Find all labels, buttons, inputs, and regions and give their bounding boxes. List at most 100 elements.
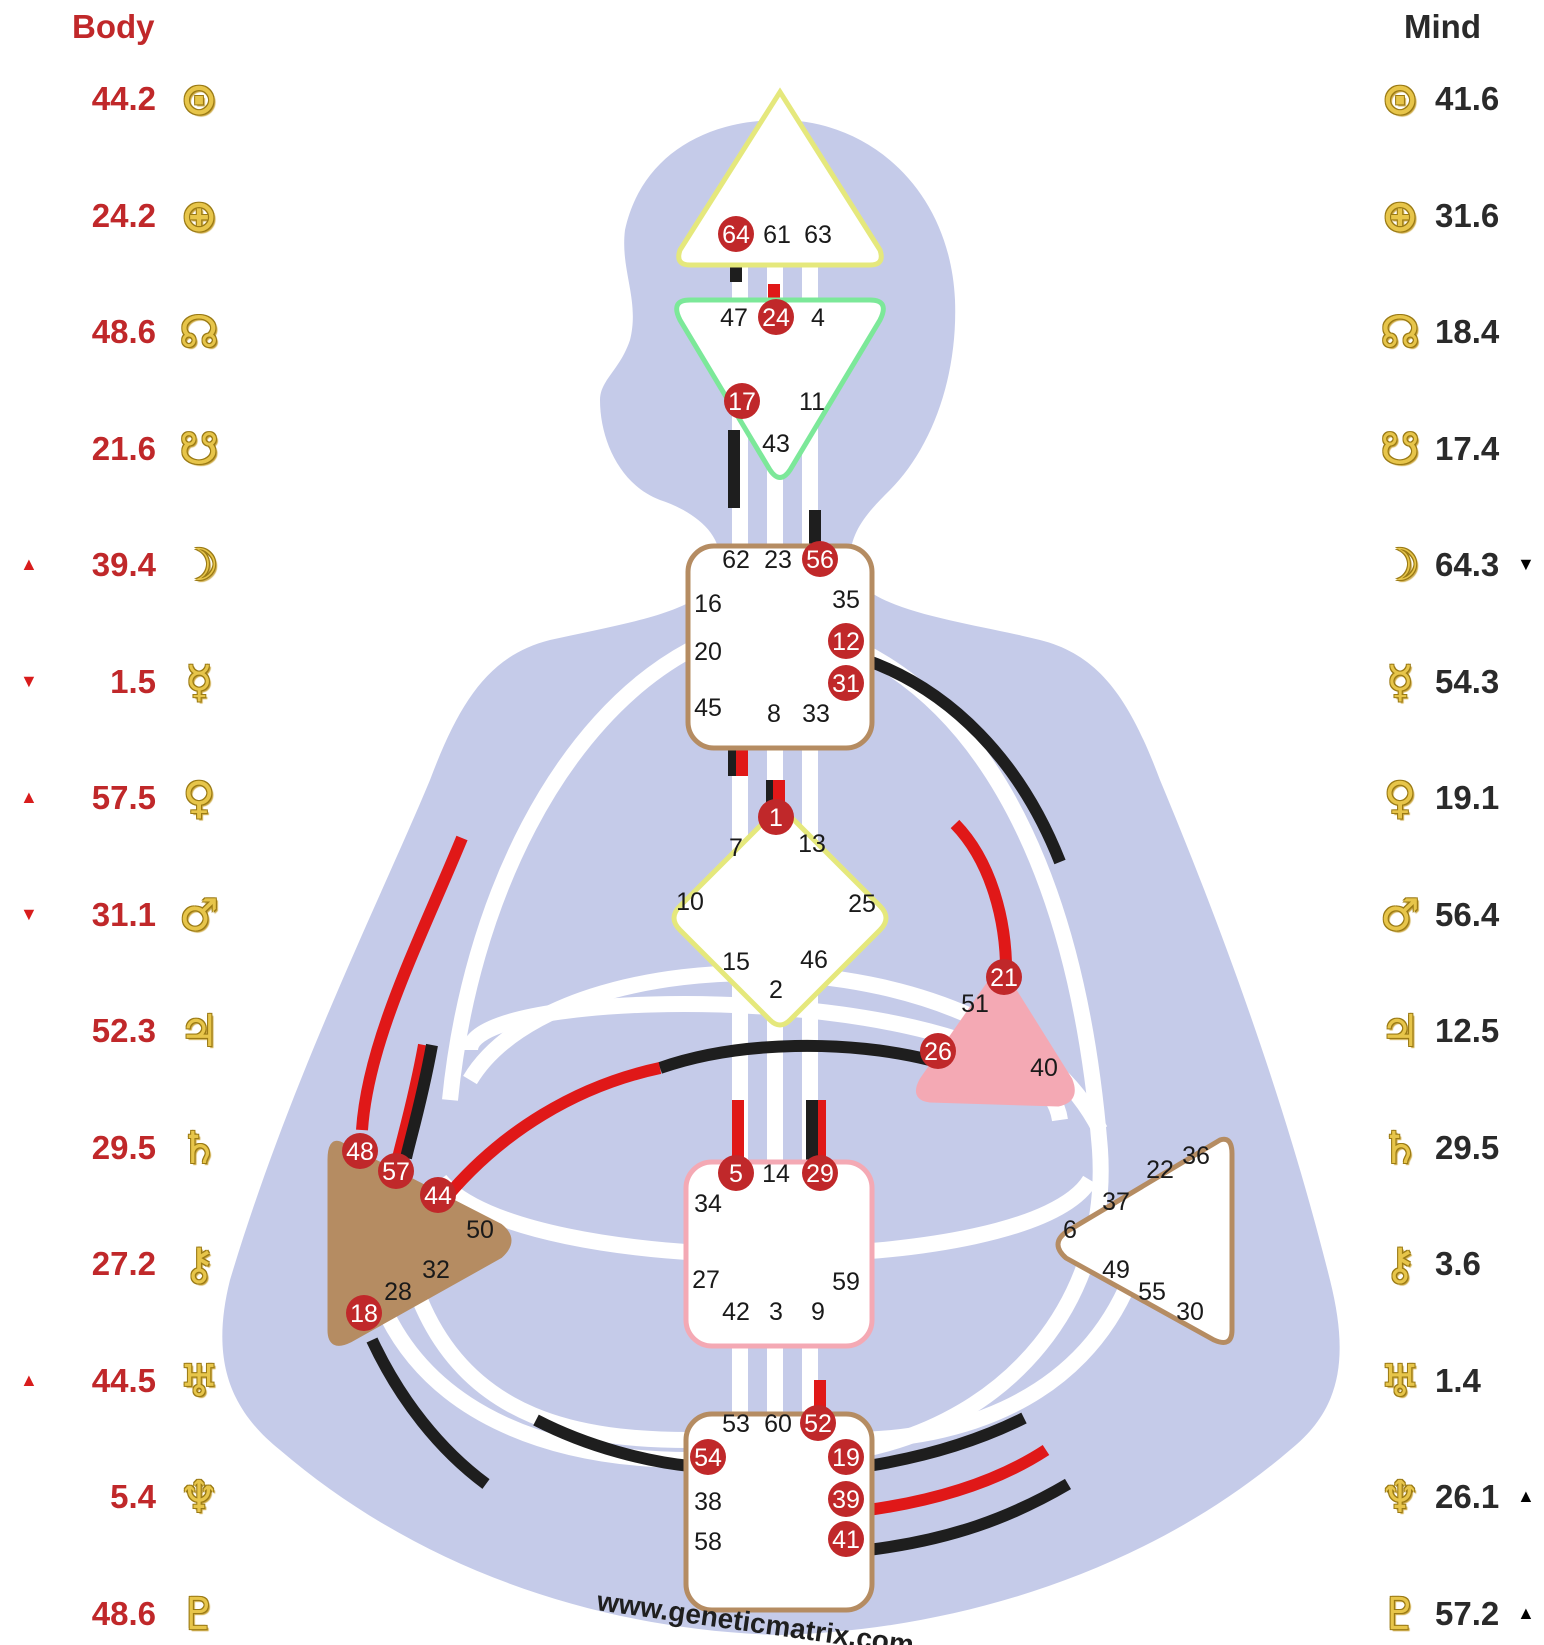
gate-59: 59 [832,1268,860,1296]
mind-planet-value: 57.2 [1435,1595,1499,1633]
gate-57: 57 [382,1158,410,1186]
mind-row: 3.6⚷ [1375,1235,1544,1295]
gate-21: 21 [990,964,1018,992]
saturn-icon: ♄ [174,1123,224,1175]
body-row: 24.2⊕ [0,187,240,247]
gate-11: 11 [799,388,825,416]
mind-planet-value: 56.4 [1435,896,1499,934]
moon-icon: ☽ [174,540,224,592]
gate-38: 38 [694,1488,722,1516]
chiron-icon: ⚷ [174,1239,224,1291]
mind-row: 1.4♅ [1375,1352,1544,1412]
mind-arrow-indicator: ▲ [1517,1603,1535,1624]
sun-icon: ⊙ [1375,74,1425,126]
gate-49: 49 [1102,1256,1130,1284]
pluto-icon: ♇ [1375,1589,1425,1641]
mind-planet-value: 12.5 [1435,1012,1499,1050]
body-row: 27.2⚷ [0,1235,240,1295]
chiron-icon: ⚷ [1375,1239,1425,1291]
gate-53: 53 [722,1410,750,1438]
body-planet-value: 31.1 [92,896,156,934]
body-planet-value: 57.5 [92,779,156,817]
body-row: 29.5 ♄ [0,1119,240,1179]
mind-row: 56.4♂ [1375,886,1544,946]
gate-54: 54 [694,1444,722,1472]
gate-55: 55 [1138,1278,1166,1306]
gate-61: 61 [763,221,791,249]
body-arrow-indicator: ▼ [20,671,38,692]
gate-27: 27 [692,1266,720,1294]
gate-28: 28 [384,1278,412,1306]
gate-4: 4 [811,304,825,332]
gate-33: 33 [802,700,830,728]
body-row: ▼1.5☿ [0,653,240,713]
body-planet-value: 44.5 [92,1362,156,1400]
mind-planet-value: 18.4 [1435,313,1499,351]
gate-37: 37 [1102,1188,1130,1216]
mind-planet-value: 54.3 [1435,663,1499,701]
mercury-icon: ☿ [1375,657,1425,709]
body-arrow-indicator: ▼ [20,904,38,925]
body-row: 44.2⊙ [0,70,240,130]
gate-31: 31 [832,670,860,698]
mind-planet-value: 64.3 [1435,546,1499,584]
gate-19: 19 [832,1444,860,1472]
mind-row: 19.1♀ [1375,769,1544,829]
gate-18: 18 [350,1300,378,1328]
gate-36: 36 [1182,1142,1210,1170]
gate-40: 40 [1030,1054,1058,1082]
gate-1: 1 [769,804,783,832]
gate-20: 20 [694,638,722,666]
jupiter-icon: ♃ [1375,1006,1425,1058]
mind-row: ▼64.3☽ [1375,536,1544,596]
uranus-icon: ♅ [174,1356,224,1408]
gate-46: 46 [800,946,828,974]
north-node-icon: ☊ [1375,307,1425,359]
mind-arrow-indicator: ▼ [1517,554,1535,575]
saturn-icon: ♄ [1375,1123,1425,1175]
body-planet-value: 5.4 [110,1478,156,1516]
gate-39: 39 [832,1486,860,1514]
mind-row: 18.4 ☊ [1375,303,1544,363]
gate-58: 58 [694,1528,722,1556]
gate-5: 5 [729,1160,743,1188]
body-arrow-indicator: ▲ [20,554,38,575]
body-row: 48.6 ☊ [0,303,240,363]
gate-44: 44 [424,1182,452,1210]
mind-row: ▲26.1♆ [1375,1468,1544,1528]
gate-42: 42 [722,1298,750,1326]
gate-8: 8 [767,700,781,728]
body-row: 5.4♆ [0,1468,240,1528]
gate-35: 35 [832,586,860,614]
gate-63: 63 [804,221,832,249]
gate-9: 9 [811,1298,825,1326]
north-node-icon: ☊ [174,307,224,359]
gate-51: 51 [961,990,989,1018]
mind-planet-value: 41.6 [1435,80,1499,118]
gate-29: 29 [806,1160,834,1188]
gate-47: 47 [720,304,748,332]
gate-23: 23 [764,546,792,574]
gate-25: 25 [848,890,876,918]
body-planet-value: 29.5 [92,1129,156,1167]
gate-22: 22 [1146,1156,1174,1184]
mind-planet-value: 26.1 [1435,1478,1499,1516]
gate-60: 60 [764,1410,792,1438]
body-arrow-indicator: ▲ [20,787,38,808]
gate-6: 6 [1063,1216,1077,1244]
gate-56: 56 [806,546,834,574]
mind-planet-value: 1.4 [1435,1362,1481,1400]
gate-26: 26 [924,1038,952,1066]
jupiter-icon: ♃ [174,1006,224,1058]
body-planet-value: 48.6 [92,313,156,351]
mind-row: ▲ 57.2 ♇ [1375,1585,1544,1645]
south-node-icon: ☋ [1375,424,1425,476]
sun-icon: ⊙ [174,74,224,126]
gate-32: 32 [422,1256,450,1284]
mind-row: 31.6⊕ [1375,187,1544,247]
venus-icon: ♀ [174,773,224,825]
body-planet-value: 52.3 [92,1012,156,1050]
gate-45: 45 [694,694,722,722]
gate-50: 50 [466,1216,494,1244]
venus-icon: ♀ [1375,773,1425,825]
